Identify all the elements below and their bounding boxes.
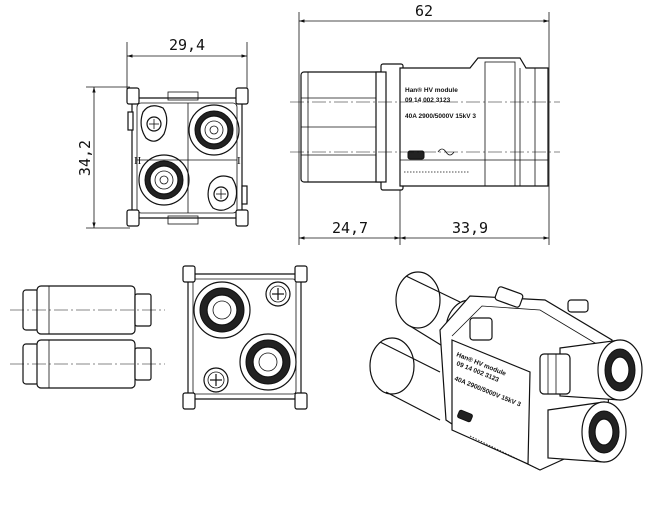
dimension-overall: 62	[298, 2, 550, 245]
dimension-width: 29,4	[126, 36, 248, 92]
module-label-line1: Han® HV module	[405, 86, 458, 94]
dimension-height: 34,2	[76, 86, 130, 229]
iso-front-contact-2	[547, 401, 627, 463]
side-view: 62 24,7 33,9 Han® HV module 09 14 002 31…	[290, 2, 560, 245]
module-label-line2: 09 14 002 3123	[405, 97, 451, 104]
dimension-segment-right-label: 33,9	[452, 219, 488, 237]
screw-boss-top-left	[140, 105, 168, 142]
screw-boss-bottom-right	[207, 175, 238, 211]
dimension-segments: 24,7 33,9	[299, 190, 549, 245]
contact-socket-1	[188, 104, 240, 156]
contact-pins-view	[10, 285, 165, 389]
isometric-view: Han® HV module 09 14 002 3123 40A 2900/5…	[369, 271, 643, 471]
rear-contact-1	[193, 281, 251, 339]
rear-screw-2	[203, 367, 229, 393]
rear-view	[182, 265, 308, 410]
contact-mark-right: I	[237, 155, 241, 167]
dimension-segment-left-label: 24,7	[332, 219, 368, 237]
module-label-line3: 40A 2900/5000V 15kV 3	[405, 113, 476, 120]
contact-socket-2	[138, 154, 190, 206]
contact-mark-left: II	[134, 155, 142, 167]
dimension-overall-label: 62	[415, 2, 433, 20]
dimension-height-label: 34,2	[76, 140, 94, 176]
dimension-width-label: 29,4	[169, 36, 205, 54]
rear-contact-2	[239, 333, 297, 391]
rear-screw-1	[265, 281, 291, 307]
front-view: 29,4 34,2	[76, 36, 249, 229]
iso-front-contact-1	[559, 339, 643, 401]
brand-logo-icon	[407, 150, 425, 160]
